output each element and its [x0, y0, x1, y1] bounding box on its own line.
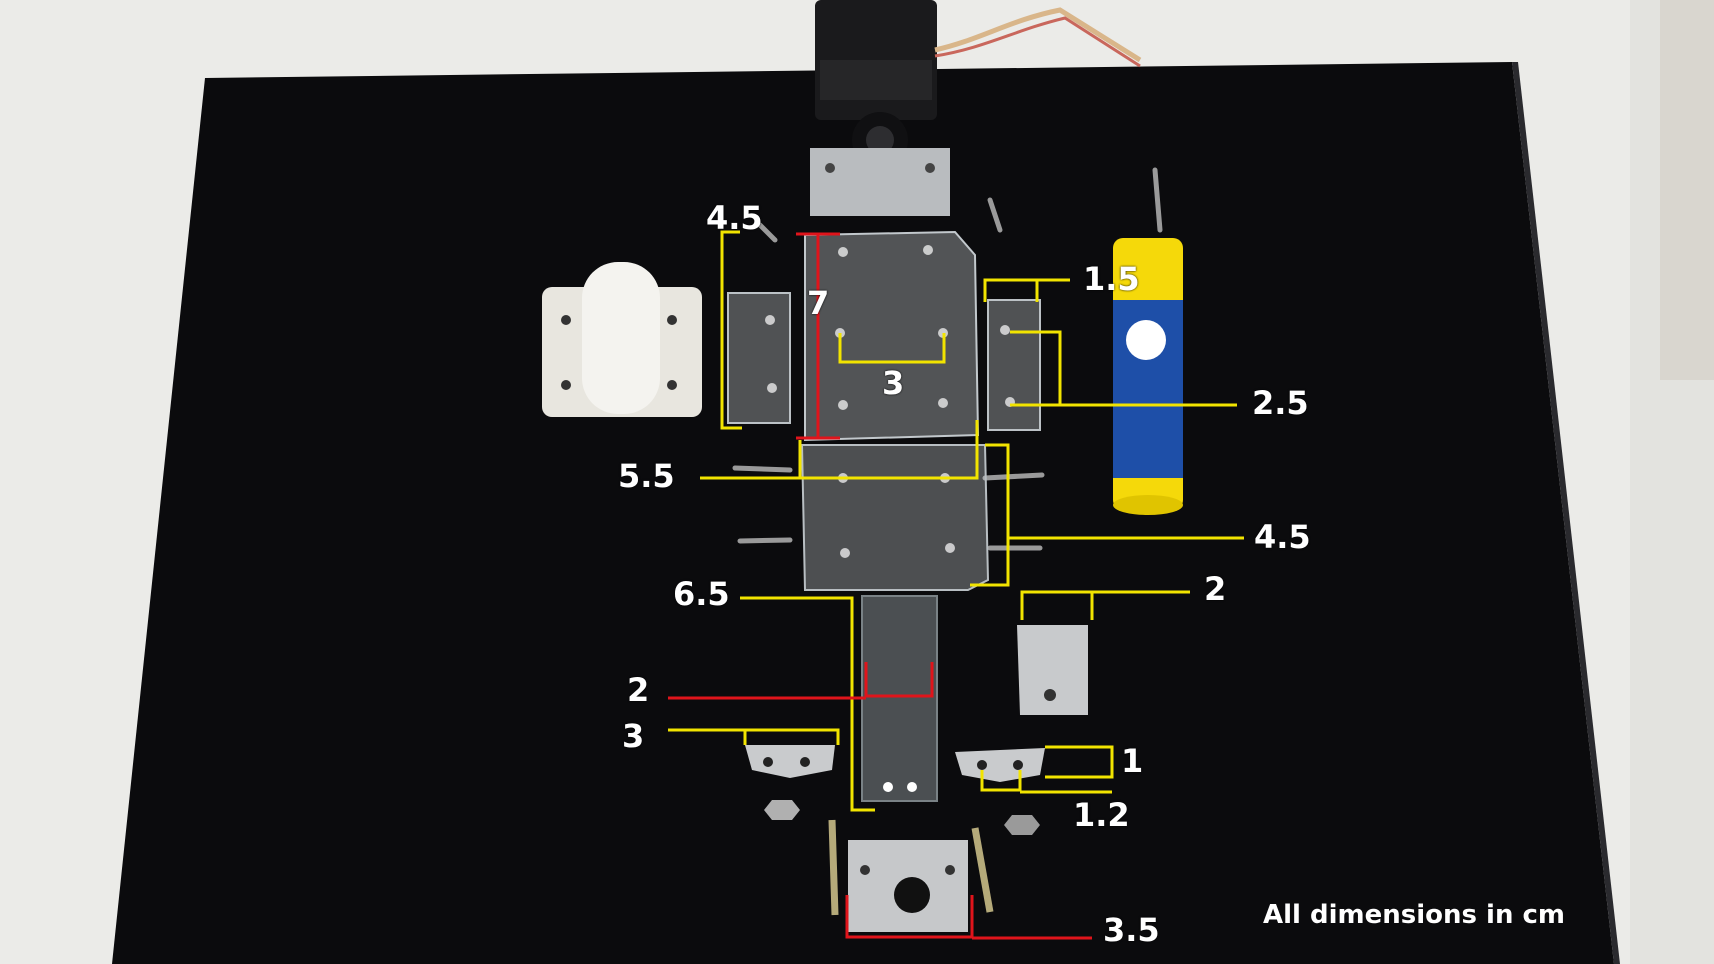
l-bracket-hole: [1044, 689, 1056, 701]
dimension-label-3-center: 3: [882, 364, 905, 402]
dimension-label-1-5: 1.5: [1083, 260, 1140, 298]
red-dimension-lines: [668, 232, 1092, 940]
small-bracket-left: [745, 745, 835, 778]
dimension-label-4-5-top: 4.5: [706, 199, 763, 237]
small-bracket-hole: [977, 760, 987, 770]
screws: [732, 167, 1163, 551]
servo-mount-bracket: [828, 819, 994, 932]
acrylic-plate-bottom: [800, 444, 990, 591]
bar-hole: [907, 782, 917, 792]
pipe-clamp: [542, 262, 702, 417]
bracket-hole: [825, 163, 835, 173]
acrylic-bar: [861, 595, 938, 802]
dimension-label-3-5: 3.5: [1103, 911, 1160, 949]
acrylic-piece-left: [727, 292, 791, 424]
dimension-label-7: 7: [807, 284, 830, 322]
nut: [764, 800, 800, 820]
small-bracket-hole: [800, 757, 810, 767]
dimension-label-4-5-right: 4.5: [1254, 518, 1311, 556]
small-bracket-right: [955, 748, 1045, 782]
nut: [1004, 815, 1040, 835]
small-bracket-hole: [763, 757, 773, 767]
dimension-label-1: 1: [1121, 742, 1144, 780]
dimension-label-2-right: 2: [1204, 570, 1227, 608]
dimension-label-2-left: 2: [627, 671, 650, 709]
bracket-hole: [925, 163, 935, 173]
acrylic-piece-right: [987, 299, 1041, 431]
dimension-label-1-2: 1.2: [1073, 796, 1130, 834]
dimension-label-3-left: 3: [622, 717, 645, 755]
glue-stick-icon: [1113, 238, 1183, 515]
dimension-label-2-5: 2.5: [1252, 384, 1309, 422]
acrylic-plate-top: [804, 230, 980, 442]
small-bracket-hole: [1013, 760, 1023, 770]
black-board: [112, 62, 1614, 964]
yellow-dimension-lines: [668, 230, 1244, 812]
servo-bracket: [810, 148, 950, 216]
board-edge-highlight: [1512, 62, 1620, 964]
bar-hole: [883, 782, 893, 792]
units-note: All dimensions in cm: [1263, 900, 1566, 930]
dimension-label-6-5: 6.5: [673, 575, 730, 613]
dimension-label-5-5: 5.5: [618, 457, 675, 495]
l-bracket: [1017, 625, 1088, 715]
